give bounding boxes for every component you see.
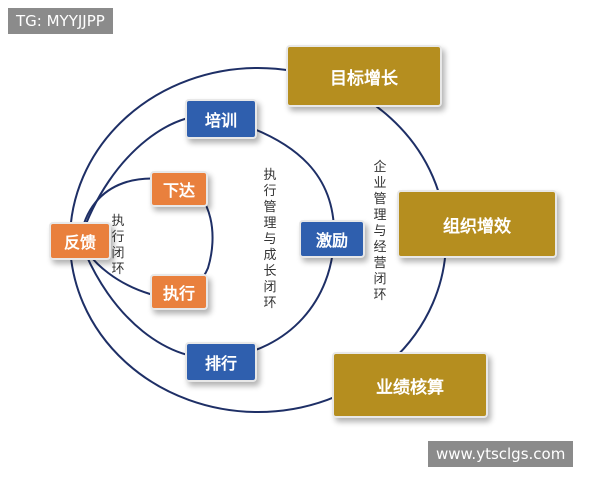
- node-assign: 下达: [150, 171, 208, 207]
- growth-loop-label: 执行管理与成长闭环: [263, 168, 277, 311]
- node-incentive: 激励: [299, 220, 365, 258]
- watermark-top-label: TG: MYYJJPP: [8, 8, 113, 34]
- node-performance-accounting: 业绩核算: [332, 352, 488, 418]
- execution-loop-label: 执行闭环: [111, 214, 125, 277]
- node-feedback: 反馈: [49, 222, 111, 260]
- node-goal-growth: 目标增长: [286, 45, 442, 107]
- node-execute: 执行: [150, 274, 208, 310]
- execution-loop-path: [79, 177, 214, 298]
- watermark-bottom-label: www.ytsclgs.com: [428, 441, 574, 467]
- node-ranking: 排行: [185, 342, 257, 382]
- node-org-effectiveness: 组织增效: [397, 190, 557, 258]
- enterprise-loop-label: 企业管理与经营闭环: [373, 160, 387, 303]
- node-training: 培训: [185, 99, 257, 139]
